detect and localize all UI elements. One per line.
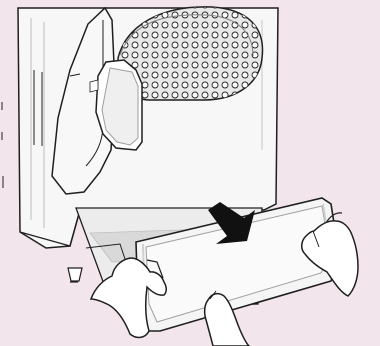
left-page-marks <box>2 102 3 188</box>
washer-foot <box>68 268 82 282</box>
